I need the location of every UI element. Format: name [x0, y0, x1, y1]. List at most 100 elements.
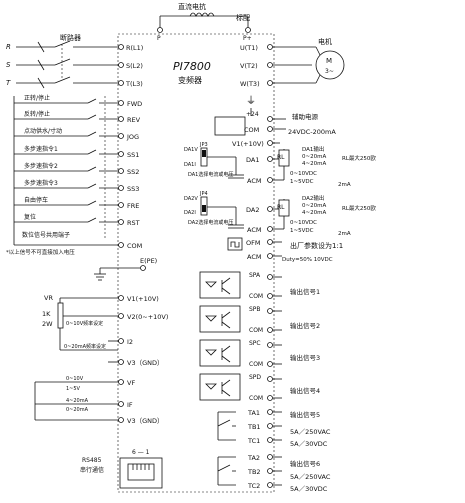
p-terminal-label: P	[157, 35, 161, 42]
relay1-spec1: 5A／250VAC	[290, 428, 331, 436]
terminal-r-l1: R(L1)	[126, 44, 143, 52]
di-terminal-ss2: SS2	[127, 168, 139, 176]
da2-spec-2: 4~20mA	[302, 210, 326, 216]
ofm-note: 出厂参数设为1:1	[290, 241, 343, 250]
da1-jumper-note: DA1选择电流或电压	[188, 171, 233, 178]
da1-spec-title: DA1输出	[302, 145, 324, 153]
ai-v1: V1(+10V)	[127, 295, 159, 303]
ai-i2: I2	[127, 338, 133, 346]
input-t-label: T	[6, 79, 11, 87]
rj45-connector-icon	[119, 457, 163, 489]
optocoupler-icon	[199, 373, 241, 401]
da1-spec-4: 1~5VDC	[290, 179, 314, 185]
optocoupler-icon	[199, 305, 241, 333]
di-label-rst: 复位	[24, 213, 36, 221]
input-r-label: R	[6, 43, 11, 51]
ai-if: IF	[127, 401, 133, 409]
power-input: 断路器 R S T R(L1) S(L2) T(L3)	[6, 33, 143, 89]
output-spc: SPC COM 输出信号3	[199, 339, 320, 368]
rl1-label: RL	[277, 154, 285, 161]
da2-spec-3: 0~10VDC	[290, 220, 317, 226]
ai-v2-note: 0~10V频率设定	[66, 320, 103, 327]
di-row-rst: 复位 RST	[14, 213, 140, 227]
relay1-label: 输出信号5	[290, 410, 320, 419]
ai-v3b: V3（GND）	[127, 417, 164, 425]
ai-v3: V3（GND）	[127, 359, 164, 367]
rl1-max: RL最大250欧	[342, 154, 376, 162]
tb1-terminal: TB1	[247, 423, 261, 431]
di-label-ss1: 多步速指令1	[24, 145, 58, 153]
spb-com: COM	[249, 327, 263, 334]
di-row-fwd: 正转/停止 FWD	[14, 94, 142, 108]
ai-i2-note: 0~20mA频率设定	[64, 343, 106, 350]
rs485-sublabel: 串行通信	[80, 466, 104, 474]
da2-spec-1: 0~20mA	[302, 203, 326, 209]
relay1-spec2: 5A／30VDC	[290, 440, 328, 448]
tb2-terminal: TB2	[247, 468, 261, 476]
spd-com: COM	[249, 395, 263, 402]
di-row-fre: 自由停车 FRE	[14, 196, 139, 210]
ai-vf-note2: 1~5V	[66, 386, 81, 392]
da2i-label: DA2I	[184, 210, 196, 216]
di-terminal-rst: RST	[127, 219, 140, 227]
spd-terminal: SPD	[249, 374, 261, 381]
di-terminal-jog: JOG	[126, 133, 139, 141]
relay-2: TA2 TB2 TC2 输出信号6 5A／250VAC 5A／30VDC	[217, 454, 331, 493]
di-row-jog: 点动供水/寸动 JOG	[14, 127, 139, 141]
spb-terminal: SPB	[249, 306, 261, 313]
di-note: *以上信号不可直接加入电压	[6, 248, 75, 256]
plus24-label: +24	[246, 111, 259, 118]
p-plus-terminal-label: P+	[243, 35, 252, 42]
ofm-terminal: OFM	[246, 239, 260, 247]
da1-spec-1: 0~20mA	[302, 154, 326, 160]
spc-label: 输出信号3	[290, 353, 320, 362]
da1v-label: DA1V	[184, 147, 198, 153]
input-s-label: S	[6, 61, 11, 69]
jp4-label: JP4	[199, 191, 208, 197]
spa-com: COM	[249, 293, 263, 300]
standard-label: 标配	[236, 13, 250, 22]
acm3-terminal: ACM	[247, 253, 261, 261]
vr-label: VR	[44, 294, 53, 302]
terminal-v-t2: V(T2)	[240, 62, 258, 70]
ta1-terminal: TA1	[247, 409, 260, 417]
aux-supply-spec: 24VDC-200mA	[288, 128, 336, 136]
di-label-rev: 反转/停止	[24, 110, 50, 118]
terminal-u-t1: U(T1)	[240, 44, 258, 52]
da1i-label: DA1I	[184, 162, 196, 168]
terminal-w-t3: W(T3)	[240, 80, 260, 88]
relay2-spec1: 5A／250VAC	[290, 473, 331, 481]
reactor-label: 直流电抗	[178, 2, 206, 11]
ground-label: E(PE)	[140, 257, 157, 265]
output-spa: SPA COM 输出信号1	[199, 271, 320, 300]
da1-spec-2: 4~20mA	[302, 161, 326, 167]
tc2-terminal: TC2	[247, 482, 260, 490]
duty-note: Duty=50% 10VDC	[282, 257, 333, 263]
model-subtitle: 变频器	[178, 75, 202, 85]
di-row-ss3: 多步速指令3 SS3	[14, 179, 139, 193]
da2v-label: DA2V	[184, 196, 198, 202]
right-terminals: ⏚ +24 COM 辅助电源 24VDC-200mA V1(+10V) JP3 …	[184, 95, 376, 493]
rs485-label: RS485	[82, 457, 102, 464]
spd-label: 输出信号4	[290, 386, 320, 395]
relay2-label: 输出信号6	[290, 459, 320, 468]
di-label-ss2: 多步速指令2	[24, 162, 58, 170]
relay-1: TA1 TB1 TC1 输出信号5 5A／250VAC 5A／30VDC	[217, 409, 331, 448]
breaker-label: 断路器	[60, 33, 81, 42]
da2-jumper-note: DA2选择电流或电压	[188, 219, 233, 226]
ai-vf: VF	[127, 379, 135, 387]
output-spb: SPB COM 输出信号2	[199, 305, 320, 334]
ground-terminal: E(PE)	[94, 257, 157, 281]
di-label-fre: 自由停车	[24, 196, 48, 204]
ai-v2: V2(0~+10V)	[127, 313, 168, 321]
di-terminal-fwd: FWD	[127, 100, 142, 108]
tc1-terminal: TC1	[247, 437, 260, 445]
da1-2ma: 2mA	[338, 182, 351, 188]
di-row-ss2: 多步速指令2 SS2	[14, 162, 139, 176]
di-terminal-ss3: SS3	[127, 185, 139, 193]
di-row-com: 数位信号共用端子 COM	[14, 231, 142, 250]
di-label-ss3: 多步速指令3	[24, 179, 58, 187]
ta2-terminal: TA2	[247, 454, 260, 462]
di-terminal-ss1: SS1	[127, 151, 139, 159]
